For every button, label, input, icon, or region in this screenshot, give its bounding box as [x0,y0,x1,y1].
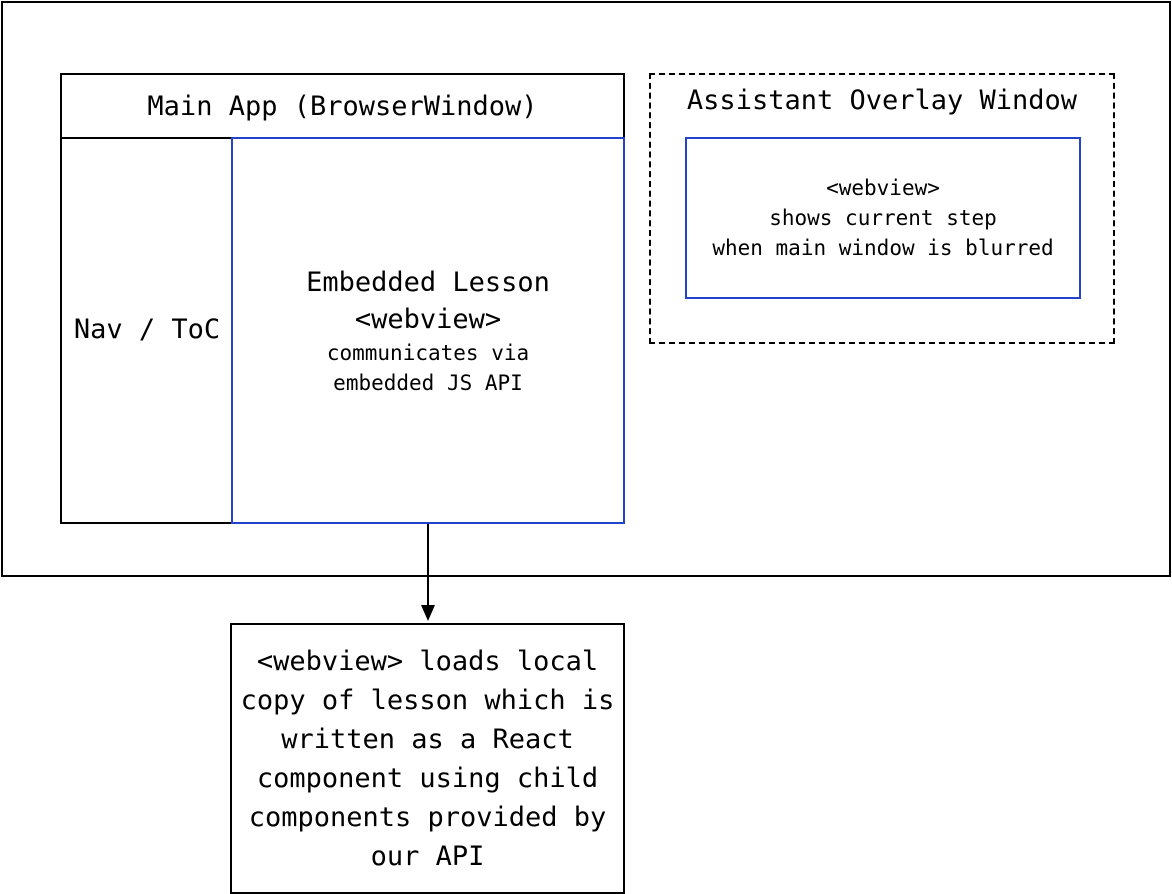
assistant-overlay-window: Assistant Overlay Window <webview> shows… [649,73,1115,344]
lesson-loading-note-text: <webview> loads local copy of lesson whi… [240,645,615,872]
nav-toc-label: Nav / ToC [73,314,221,345]
lesson-title: Embedded Lesson [306,266,550,298]
assistant-overlay-title: Assistant Overlay Window [686,85,1078,116]
nav-toc-panel: Nav / ToC [62,137,232,522]
lesson-loading-note: <webview> loads local copy of lesson whi… [230,623,625,894]
lesson-webview-tag: <webview> [354,303,502,335]
overlay-webview: <webview> shows current step when main w… [685,137,1081,299]
overlay-webview-tag: <webview> [826,176,940,200]
main-app-window: Main App (BrowserWindow) Nav / ToC Embed… [60,73,625,524]
main-app-title: Main App (BrowserWindow) [62,75,623,139]
lesson-description-line-1: communicates via [326,340,530,365]
embedded-lesson-webview: Embedded Lesson <webview> communicates v… [231,137,625,524]
overlay-description-line-1: shows current step [769,206,997,230]
application-frame [1,1,1171,577]
overlay-description-line-2: when main window is blurred [712,236,1054,260]
arrow-head [421,605,435,621]
lesson-description-line-2: embedded JS API [333,370,523,395]
